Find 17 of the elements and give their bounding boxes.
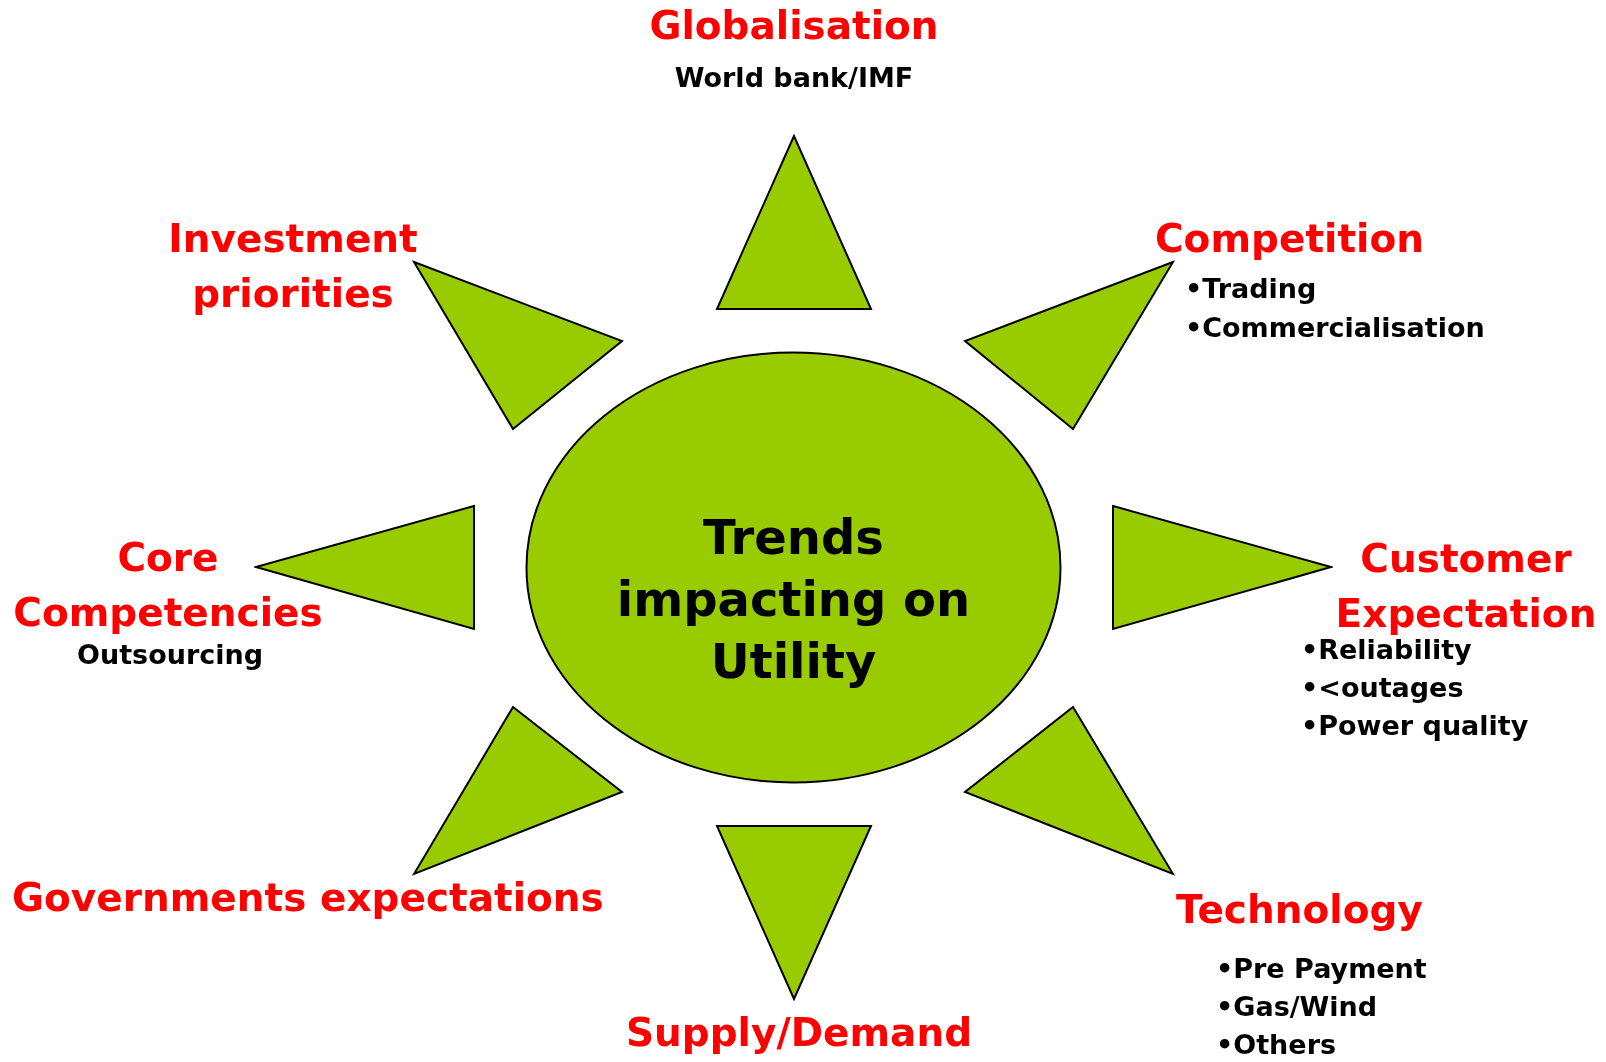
heading: Core Competencies (12, 534, 324, 637)
body-text: •Power quality (1301, 709, 1529, 743)
heading: Competition (1155, 215, 1424, 263)
body-text: •Gas/Wind (1216, 990, 1378, 1024)
body-text: •Trading (1185, 272, 1317, 306)
heading: Supply/Demand (624, 1009, 974, 1057)
heading: Investment priorities (167, 215, 419, 318)
heading: Globalisation (648, 2, 940, 50)
heading: Governments expectations (12, 874, 604, 922)
body-text: Outsourcing (77, 638, 263, 672)
center-title: Trends impacting on Utility (615, 507, 972, 691)
body-text: •<outages (1301, 671, 1464, 705)
body-text: •Others (1216, 1028, 1337, 1062)
body-text: •Commercialisation (1185, 311, 1485, 345)
body-text: •Pre Payment (1216, 952, 1427, 986)
heading: Technology (1176, 886, 1423, 934)
body-text: World bank/IMF (674, 61, 914, 95)
